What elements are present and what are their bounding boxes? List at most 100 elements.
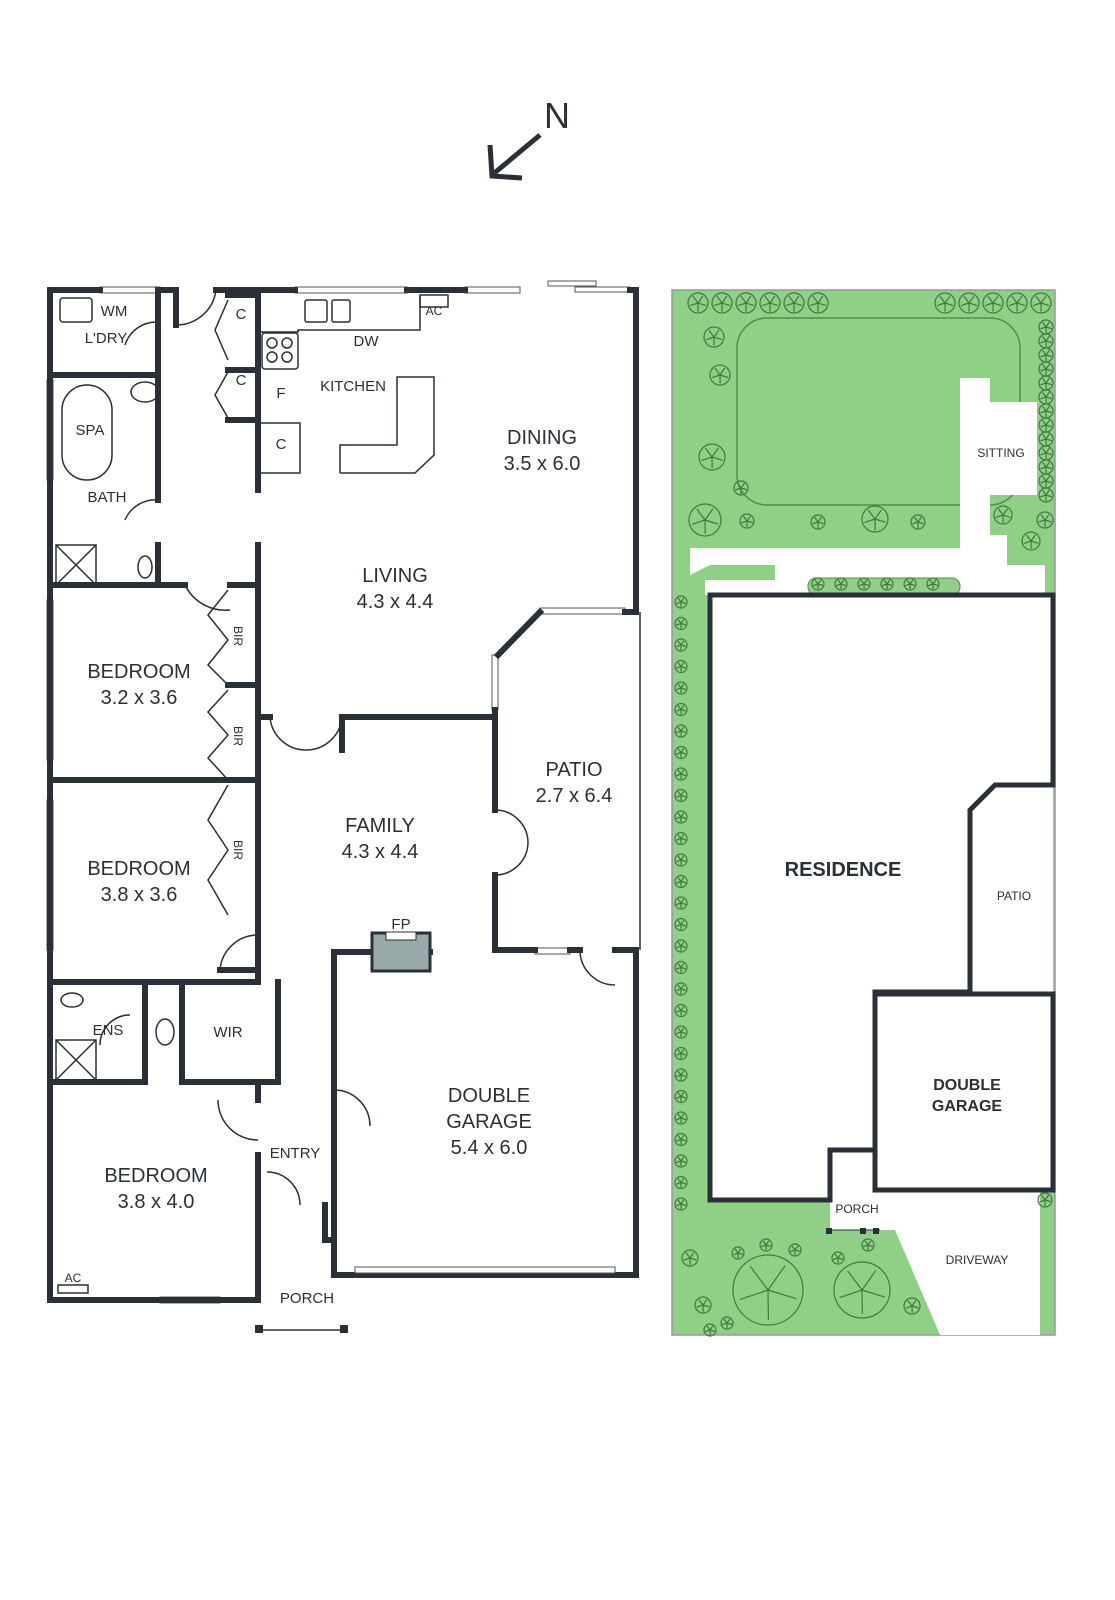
tree-branch bbox=[1045, 452, 1052, 456]
tree-branch bbox=[745, 302, 755, 307]
tree-icon bbox=[674, 638, 688, 652]
tree-branch bbox=[874, 509, 882, 520]
tree-branch bbox=[680, 773, 687, 777]
tree-branch bbox=[675, 665, 682, 669]
tree-branch bbox=[1045, 475, 1050, 482]
tree-branch bbox=[680, 1052, 687, 1056]
tree-branch bbox=[675, 1009, 682, 1013]
room-label-dining: DINING bbox=[507, 427, 577, 449]
dishwasher-label: DW bbox=[354, 333, 380, 350]
tree-branch bbox=[944, 295, 951, 304]
tree-branch bbox=[1045, 447, 1050, 454]
tree-branch bbox=[837, 579, 842, 585]
tree-branch bbox=[675, 945, 682, 949]
tree-branch bbox=[1041, 489, 1047, 496]
tree-branch bbox=[913, 516, 919, 523]
tree-branch bbox=[683, 1257, 691, 1261]
tree-branch bbox=[709, 1329, 716, 1333]
tree-branch bbox=[680, 747, 685, 753]
tree-icon bbox=[674, 702, 688, 717]
tree-branch bbox=[832, 1257, 839, 1261]
tree-branch bbox=[1044, 1194, 1049, 1201]
room-label-bedroom-3: BEDROOM bbox=[104, 1165, 207, 1187]
tree-icon bbox=[674, 1197, 688, 1211]
tree-icon bbox=[674, 1068, 688, 1082]
tree-branch bbox=[677, 640, 682, 646]
tree-branch bbox=[1041, 447, 1047, 454]
tree-branch bbox=[677, 984, 682, 990]
tree-branch bbox=[1016, 295, 1023, 304]
tree-branch bbox=[932, 579, 937, 585]
tree-branch bbox=[791, 1245, 796, 1251]
tree-branch bbox=[741, 520, 748, 524]
tree-branch bbox=[680, 1117, 687, 1121]
tree-branch bbox=[817, 521, 824, 525]
tree-branch bbox=[675, 751, 682, 755]
tree-branch bbox=[1040, 368, 1047, 372]
tree-branch bbox=[680, 898, 685, 904]
tree-icon bbox=[703, 1323, 717, 1337]
tree-branch bbox=[677, 1027, 682, 1033]
tree-branch bbox=[835, 583, 842, 587]
tree-branch bbox=[1040, 410, 1047, 414]
tree-branch bbox=[960, 302, 970, 307]
tree-branch bbox=[675, 902, 682, 906]
tree-branch bbox=[992, 302, 1002, 307]
tree-branch bbox=[812, 583, 819, 587]
room-dims-patio: 2.7 x 6.4 bbox=[536, 785, 613, 807]
tree-branch bbox=[907, 1300, 913, 1307]
site-label-garage-2: GARAGE bbox=[932, 1098, 1003, 1115]
tree-branch bbox=[675, 687, 682, 691]
tree-branch bbox=[675, 644, 682, 648]
tree-branch bbox=[737, 302, 747, 307]
tree-branch bbox=[680, 988, 687, 992]
tree-branch bbox=[680, 962, 685, 968]
tree-branch bbox=[675, 923, 682, 927]
tree-branch bbox=[680, 790, 685, 796]
tree-branch bbox=[677, 705, 682, 710]
tree-branch bbox=[680, 794, 687, 798]
tree-branch bbox=[1045, 382, 1052, 386]
tree-branch bbox=[906, 579, 911, 585]
tree-branch bbox=[909, 579, 914, 585]
tree-branch bbox=[680, 941, 685, 947]
tree-branch bbox=[680, 812, 685, 818]
tree-branch bbox=[1040, 396, 1047, 400]
tree-branch bbox=[723, 1318, 728, 1324]
tree-icon bbox=[709, 364, 731, 386]
tree-branch bbox=[677, 597, 682, 603]
tree-icon bbox=[720, 1316, 734, 1330]
tree-branch bbox=[704, 1329, 711, 1333]
tree-branch bbox=[749, 1265, 769, 1291]
tree-branch bbox=[713, 336, 723, 341]
room-dims-dining: 3.5 x 6.0 bbox=[504, 453, 581, 475]
tree-icon bbox=[982, 292, 1004, 314]
tree-branch bbox=[677, 1113, 682, 1119]
tree-branch bbox=[861, 1270, 877, 1291]
tree-branch bbox=[794, 1249, 801, 1253]
tree-branch bbox=[680, 601, 687, 605]
tree-icon bbox=[674, 745, 688, 760]
tree-branch bbox=[680, 1160, 687, 1164]
tree-icon bbox=[674, 960, 688, 975]
room-dims-family: 4.3 x 4.4 bbox=[342, 841, 419, 863]
tree-branch bbox=[863, 579, 868, 585]
tree-branch bbox=[1045, 391, 1050, 398]
room-label-entry: ENTRY bbox=[270, 1145, 321, 1162]
tree-icon bbox=[1006, 292, 1028, 314]
tree-branch bbox=[1045, 433, 1050, 440]
tree-branch bbox=[680, 751, 687, 755]
tree-branch bbox=[680, 923, 687, 927]
tree-branch bbox=[1041, 433, 1047, 440]
tree-branch bbox=[680, 1074, 687, 1078]
tree-branch bbox=[862, 1244, 869, 1248]
tree-branch bbox=[721, 295, 728, 304]
tree-branch bbox=[817, 579, 822, 585]
room-dims-living: 4.3 x 4.4 bbox=[357, 591, 434, 613]
tree-branch bbox=[680, 1199, 685, 1205]
tree-branch bbox=[680, 640, 685, 646]
tree-icon bbox=[674, 1046, 688, 1061]
tree-branch bbox=[917, 521, 924, 525]
tree-branch bbox=[864, 1240, 869, 1246]
room-label-garage: DOUBLE bbox=[448, 1085, 530, 1107]
